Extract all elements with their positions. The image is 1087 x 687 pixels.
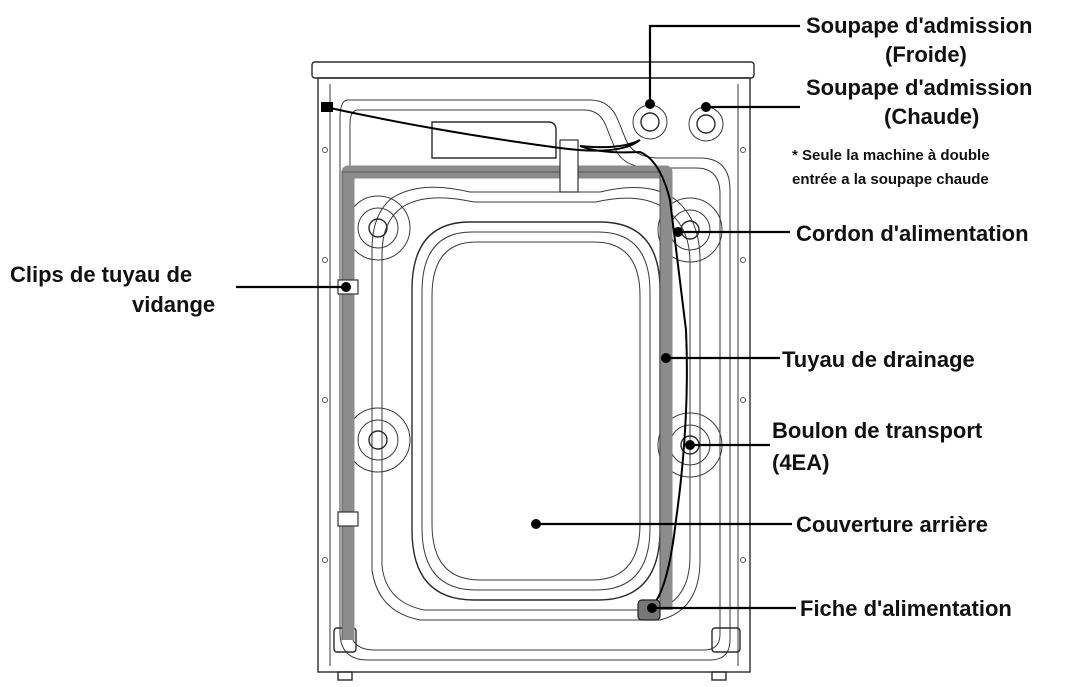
top-hatch bbox=[431, 121, 557, 159]
leader-lines bbox=[236, 24, 800, 613]
inlet-valve-cold bbox=[632, 104, 668, 140]
power-cord bbox=[329, 107, 688, 607]
label-drain-clips-line1: Clips de tuyau de bbox=[10, 262, 192, 287]
label-valve-hot-line1: Soupape d'admission bbox=[806, 75, 1033, 100]
transit-bolt-boss-bottom-left bbox=[345, 407, 411, 473]
machine-body bbox=[311, 61, 755, 681]
back-panel-stamping-outer bbox=[339, 99, 731, 661]
service-plate bbox=[711, 627, 741, 653]
label-transit-bolt-line2: (4EA) bbox=[772, 450, 829, 475]
label-valve-cold-line1: Soupape d'admission bbox=[806, 13, 1033, 38]
label-note-line1: * Seule la machine à double bbox=[792, 147, 990, 164]
machine-foot-right bbox=[711, 671, 727, 681]
drain-hose-clip-top bbox=[559, 139, 579, 193]
label-drain-hose: Tuyau de drainage bbox=[782, 347, 975, 372]
transit-bolt-boss-top-left bbox=[345, 195, 411, 261]
back-panel-frame bbox=[371, 186, 701, 621]
label-valve-hot-line2: (Chaude) bbox=[884, 104, 979, 129]
cord-connector bbox=[321, 102, 333, 112]
label-transit-bolt-line1: Boulon de transport bbox=[772, 418, 983, 443]
label-valve-cold-line2: (Froide) bbox=[885, 42, 967, 67]
drain-hose-clip-lower bbox=[337, 511, 359, 527]
label-drain-clips-line2: vidange bbox=[132, 292, 215, 317]
machine-foot-left bbox=[337, 671, 353, 681]
callout-labels: Soupape d'admission (Froide) Soupape d'a… bbox=[10, 13, 1033, 621]
label-note-line2: entrée a la soupape chaude bbox=[792, 171, 989, 188]
label-back-cover: Couverture arrière bbox=[796, 512, 988, 537]
inlet-valve-hot bbox=[688, 106, 724, 142]
label-power-plug: Fiche d'alimentation bbox=[800, 596, 1012, 621]
machine-cabinet bbox=[317, 77, 751, 673]
back-cover-outline bbox=[411, 221, 661, 601]
label-power-cord: Cordon d'alimentation bbox=[796, 221, 1029, 246]
machine-top-lid bbox=[311, 61, 755, 79]
